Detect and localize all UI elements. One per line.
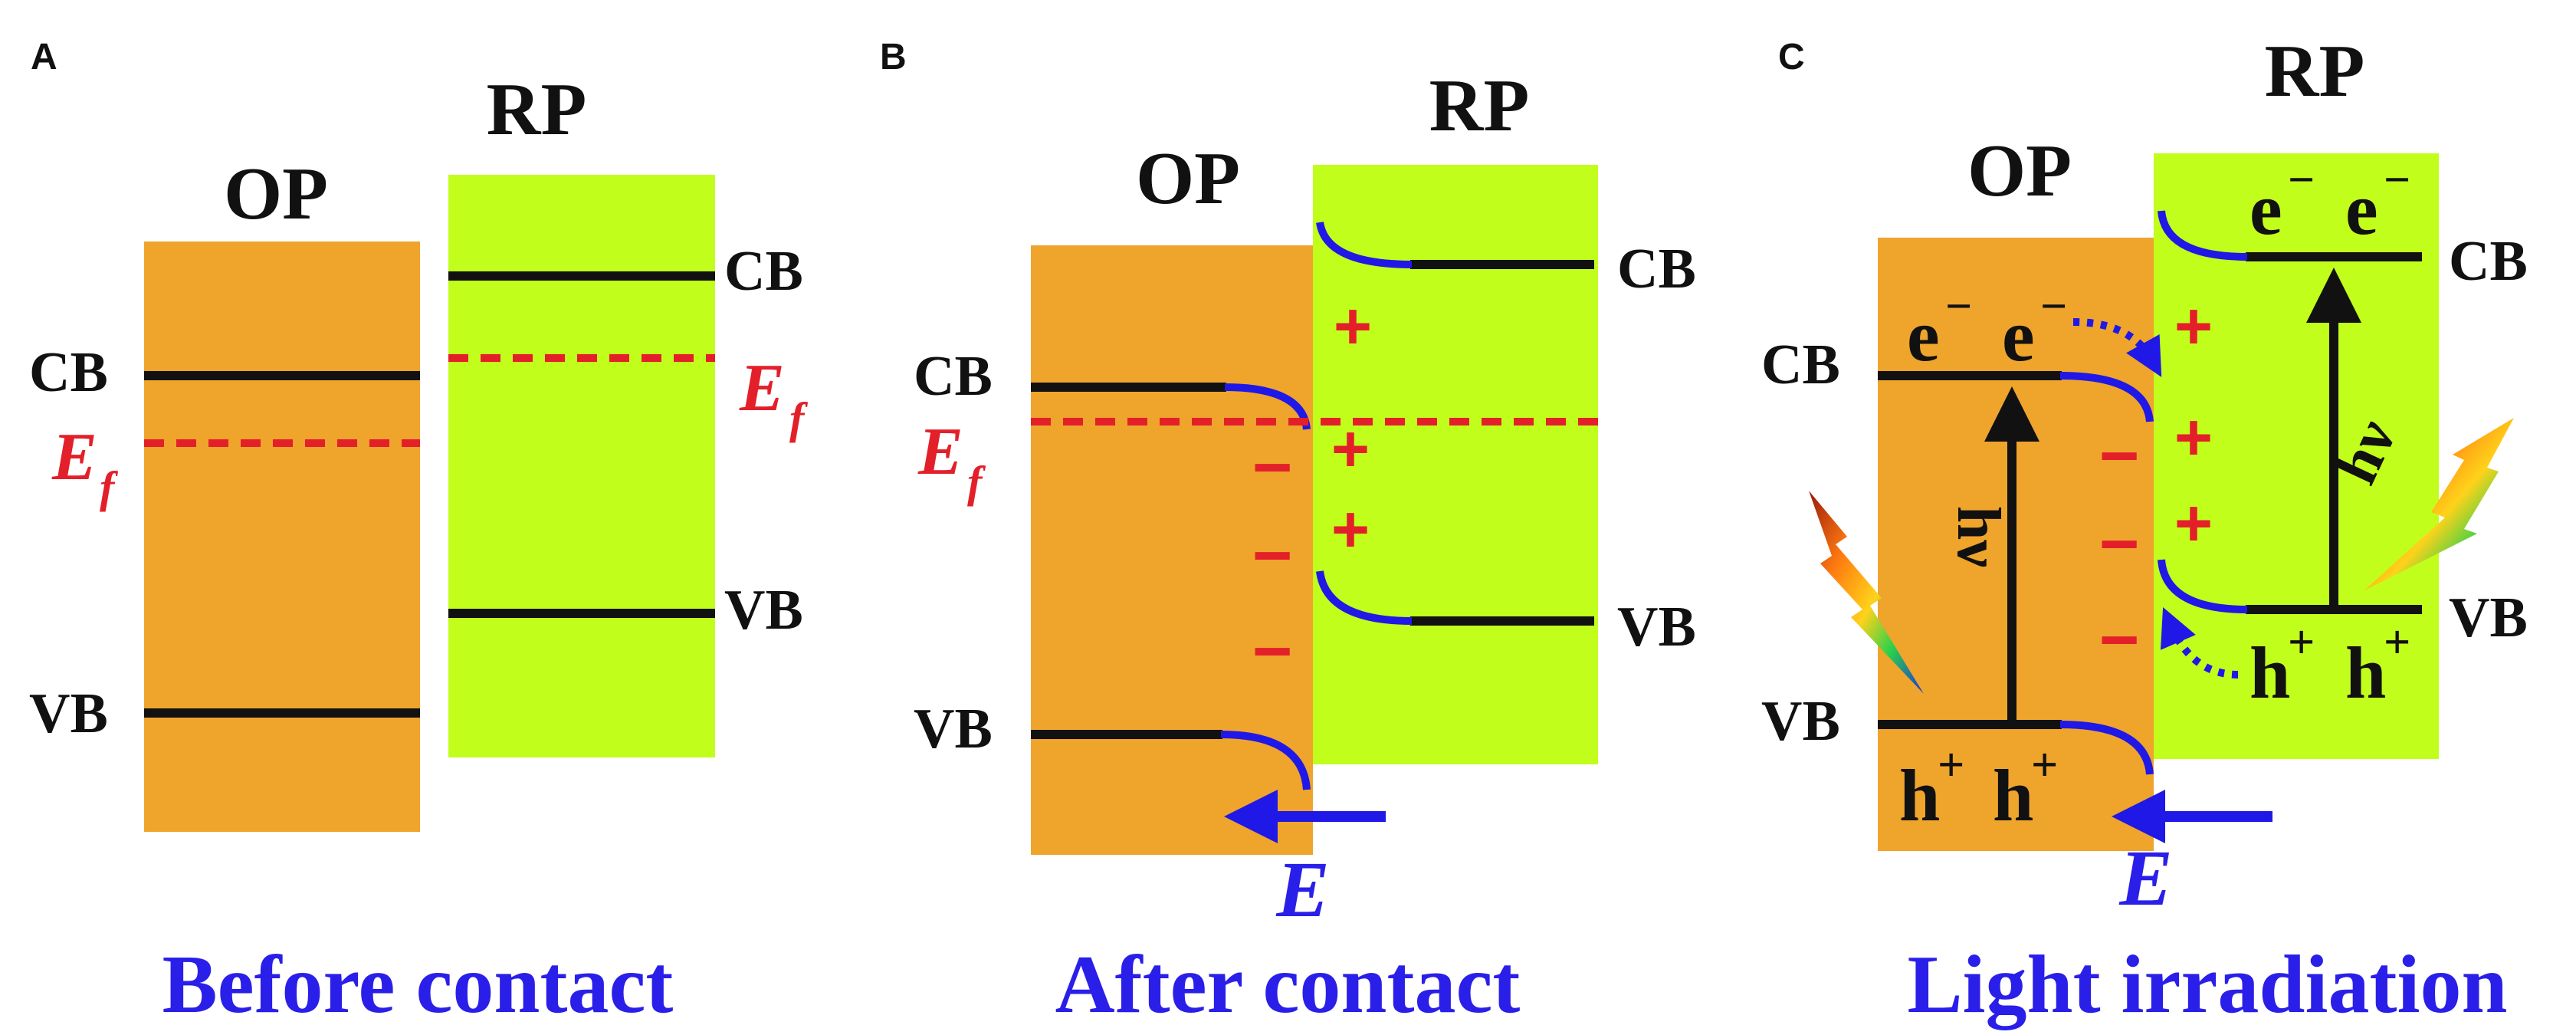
panel-c-minus-2: − xyxy=(2099,506,2140,583)
panel-b-op-vb-bending xyxy=(1220,731,1311,790)
panel-c-rp-lightning-icon xyxy=(2364,418,2514,590)
panel-c-op-cb-bending xyxy=(2059,372,2154,422)
panel-b-op-label: OP xyxy=(1136,137,1240,220)
panel-c-minus-3: − xyxy=(2099,602,2140,678)
panel-c-rp-vb-bending xyxy=(2158,559,2248,613)
panel-b-rp-vb-label: VB xyxy=(1617,596,1696,659)
panel-b-plus-1: + xyxy=(1334,290,1372,363)
panel-c-op-electrons: e − e − xyxy=(1907,281,2067,376)
panel-c-rp-electron-2-sup: − xyxy=(2384,154,2410,206)
panel-a-op-vb-label: VB xyxy=(29,682,108,745)
panel-c-plus-1: + xyxy=(2174,290,2213,363)
panel-c-letter: C xyxy=(1778,37,1805,77)
panel-b-op-block xyxy=(1031,245,1313,855)
panel-c-op-electron-1: e xyxy=(1907,294,1940,376)
panel-c-minus-1: − xyxy=(2099,418,2140,495)
panel-b-plus-3: + xyxy=(1331,493,1370,567)
panel-a-caption: Before contact xyxy=(162,939,674,1030)
panel-b-rp-cb-bending xyxy=(1316,221,1413,268)
panel-c-op-holes: h + h + xyxy=(1899,739,2058,836)
panel-c-op-lightning-icon xyxy=(1809,491,1924,694)
panel-a-rp-vb-label: VB xyxy=(724,579,803,642)
panel-a-op-fermi-label: E xyxy=(51,420,97,495)
panel-b-fermi-sub: f xyxy=(967,457,986,507)
panel-c-op-hole-1: h xyxy=(1899,754,1940,836)
panel-c-op-cb-label: CB xyxy=(1761,334,1840,396)
panel-a-rp-label: RP xyxy=(487,68,587,151)
panel-b-field-label: E xyxy=(1275,846,1329,934)
panel-a-op-label: OP xyxy=(224,153,328,235)
panel-c-rp-hole-1: h xyxy=(2249,632,2290,714)
panel-b-minus-1: − xyxy=(1252,429,1293,506)
panel-c-op-hv-label: hν xyxy=(1944,506,2012,567)
panel-b-caption: After contact xyxy=(1055,939,1521,1030)
panel-c-hole-transfer-arrow xyxy=(2160,607,2239,678)
panel-c-rp-electron-1-sup: − xyxy=(2288,154,2315,206)
panel-a-op-fermi-sub: f xyxy=(100,462,119,512)
panel-c-caption: Light irradiation xyxy=(1907,939,2507,1030)
panel-c-op-electron-2-sup: − xyxy=(2040,281,2067,333)
panel-c-rp-hole-1-sup: + xyxy=(2288,616,2315,669)
panel-b-rp-cb-label: CB xyxy=(1617,238,1696,301)
panel-c-rp-hole-2: h xyxy=(2345,632,2386,714)
panel-a: A OP RP CB VB CB VB E f E f Before conta… xyxy=(29,37,809,1030)
panel-c-rp-cb-label: CB xyxy=(2449,230,2528,293)
panel-b: B OP RP + + + − − − CB VB CB VB E f xyxy=(880,37,1696,1030)
panel-c-op-hole-2-sup: + xyxy=(2031,739,2058,791)
panel-c-rp-cb-bending xyxy=(2158,210,2248,261)
panel-c-plus-3: + xyxy=(2174,487,2213,560)
panel-b-plus-2: + xyxy=(1331,412,1370,486)
panel-c-field-label: E xyxy=(2118,834,2172,922)
panel-b-op-cb-label: CB xyxy=(914,345,993,408)
panel-a-rp-fermi-sub: f xyxy=(789,393,809,443)
panel-c-rp-electron-1: e xyxy=(2249,168,2282,250)
panel-c-rp-vb-label: VB xyxy=(2449,586,2528,649)
panel-a-rp-block xyxy=(448,175,715,757)
panel-a-rp-cb-label: CB xyxy=(724,240,803,303)
panel-c-op-hole-1-sup: + xyxy=(1938,739,1964,791)
panel-c-rp-hole-2-sup: + xyxy=(2384,616,2410,669)
panel-b-letter: B xyxy=(880,37,907,77)
panel-c-rp-electron-2: e xyxy=(2345,168,2378,250)
panel-b-op-vb-label: VB xyxy=(914,698,993,761)
panel-b-minus-3: − xyxy=(1252,613,1293,690)
panel-a-op-block xyxy=(144,242,420,832)
panel-c-plus-2: + xyxy=(2174,401,2213,475)
panel-c-electron-transfer-arrow xyxy=(2072,318,2162,377)
panel-b-rp-label: RP xyxy=(1429,64,1530,147)
panel-a-letter: A xyxy=(31,37,57,77)
panel-c-rp-holes: h + h + xyxy=(2249,616,2410,714)
panel-a-op-cb-label: CB xyxy=(29,341,108,404)
panel-c-op-hole-2: h xyxy=(1993,754,2033,836)
panel-c-op-label: OP xyxy=(1967,130,2072,212)
panel-c-rp-electrons: e − e − xyxy=(2249,154,2410,250)
panel-c-op-vb-label: VB xyxy=(1761,690,1840,753)
panel-a-rp-fermi-label: E xyxy=(739,351,785,426)
panel-c-op-electron-2: e xyxy=(2002,294,2035,376)
panel-c-op-vb-bending xyxy=(2059,721,2154,775)
panel-c-op-electron-1-sup: − xyxy=(1945,281,1972,333)
panel-b-minus-2: − xyxy=(1252,518,1293,594)
panel-b-rp-vb-bending xyxy=(1316,570,1413,625)
panel-c: C OP RP + + + − − − CB VB CB VB e − e xyxy=(1761,30,2528,1030)
panel-b-fermi-label: E xyxy=(917,415,963,489)
panel-c-rp-label: RP xyxy=(2265,30,2365,113)
